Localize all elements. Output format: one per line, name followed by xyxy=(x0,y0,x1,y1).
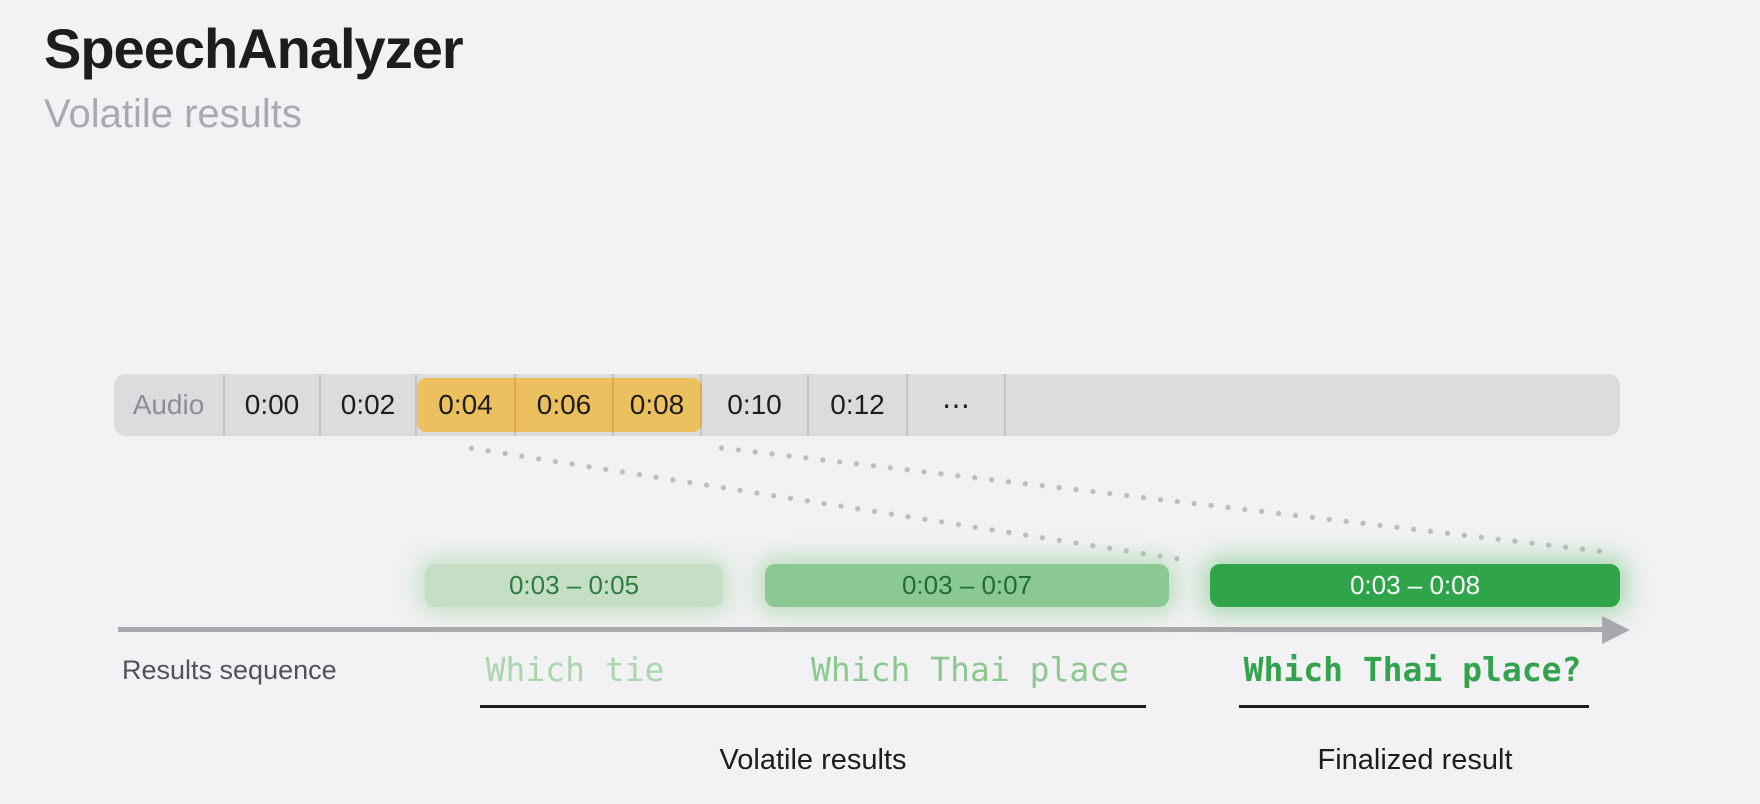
arrow-head-icon xyxy=(1602,616,1630,644)
transcript-volatile-2: Which Thai place xyxy=(811,650,1129,689)
timeline-cell-ellipsis: ⋯ xyxy=(908,374,1006,436)
result-box-volatile-2: 0:03 – 0:07 xyxy=(765,564,1169,607)
timeline-cell-0-00: 0:00 xyxy=(225,374,321,436)
timeline-cell-0-08: 0:08 xyxy=(614,374,702,436)
underline-volatile xyxy=(480,705,1146,708)
timeline-cell-0-10: 0:10 xyxy=(702,374,809,436)
transcript-finalized: Which Thai place? xyxy=(1243,650,1582,689)
audio-timeline: Audio 0:00 0:02 0:04 0:06 0:08 0:10 0:12… xyxy=(114,374,1620,436)
audio-highlight-range xyxy=(417,378,702,432)
timeline-cell-0-04: 0:04 xyxy=(417,374,516,436)
underline-finalized xyxy=(1239,705,1589,708)
dotted-connector-right xyxy=(712,444,1608,555)
timeline-cell-0-06: 0:06 xyxy=(516,374,614,436)
result-box-finalized: 0:03 – 0:08 xyxy=(1210,564,1620,607)
group-label-volatile: Volatile results xyxy=(719,744,907,776)
page-subtitle: Volatile results xyxy=(44,92,302,136)
page-title: SpeechAnalyzer xyxy=(44,17,464,80)
transcript-volatile-1: Which tie xyxy=(485,650,665,689)
timeline-cell-0-12: 0:12 xyxy=(809,374,908,436)
results-sequence-label: Results sequence xyxy=(122,655,337,685)
timeline-cell-0-02: 0:02 xyxy=(321,374,417,436)
result-box-volatile-1: 0:03 – 0:05 xyxy=(425,564,723,607)
timeline-cell-empty xyxy=(1006,374,1620,436)
results-sequence-arrow-line xyxy=(118,627,1604,632)
group-label-finalized: Finalized result xyxy=(1317,744,1513,776)
audio-track-label: Audio xyxy=(114,374,225,436)
